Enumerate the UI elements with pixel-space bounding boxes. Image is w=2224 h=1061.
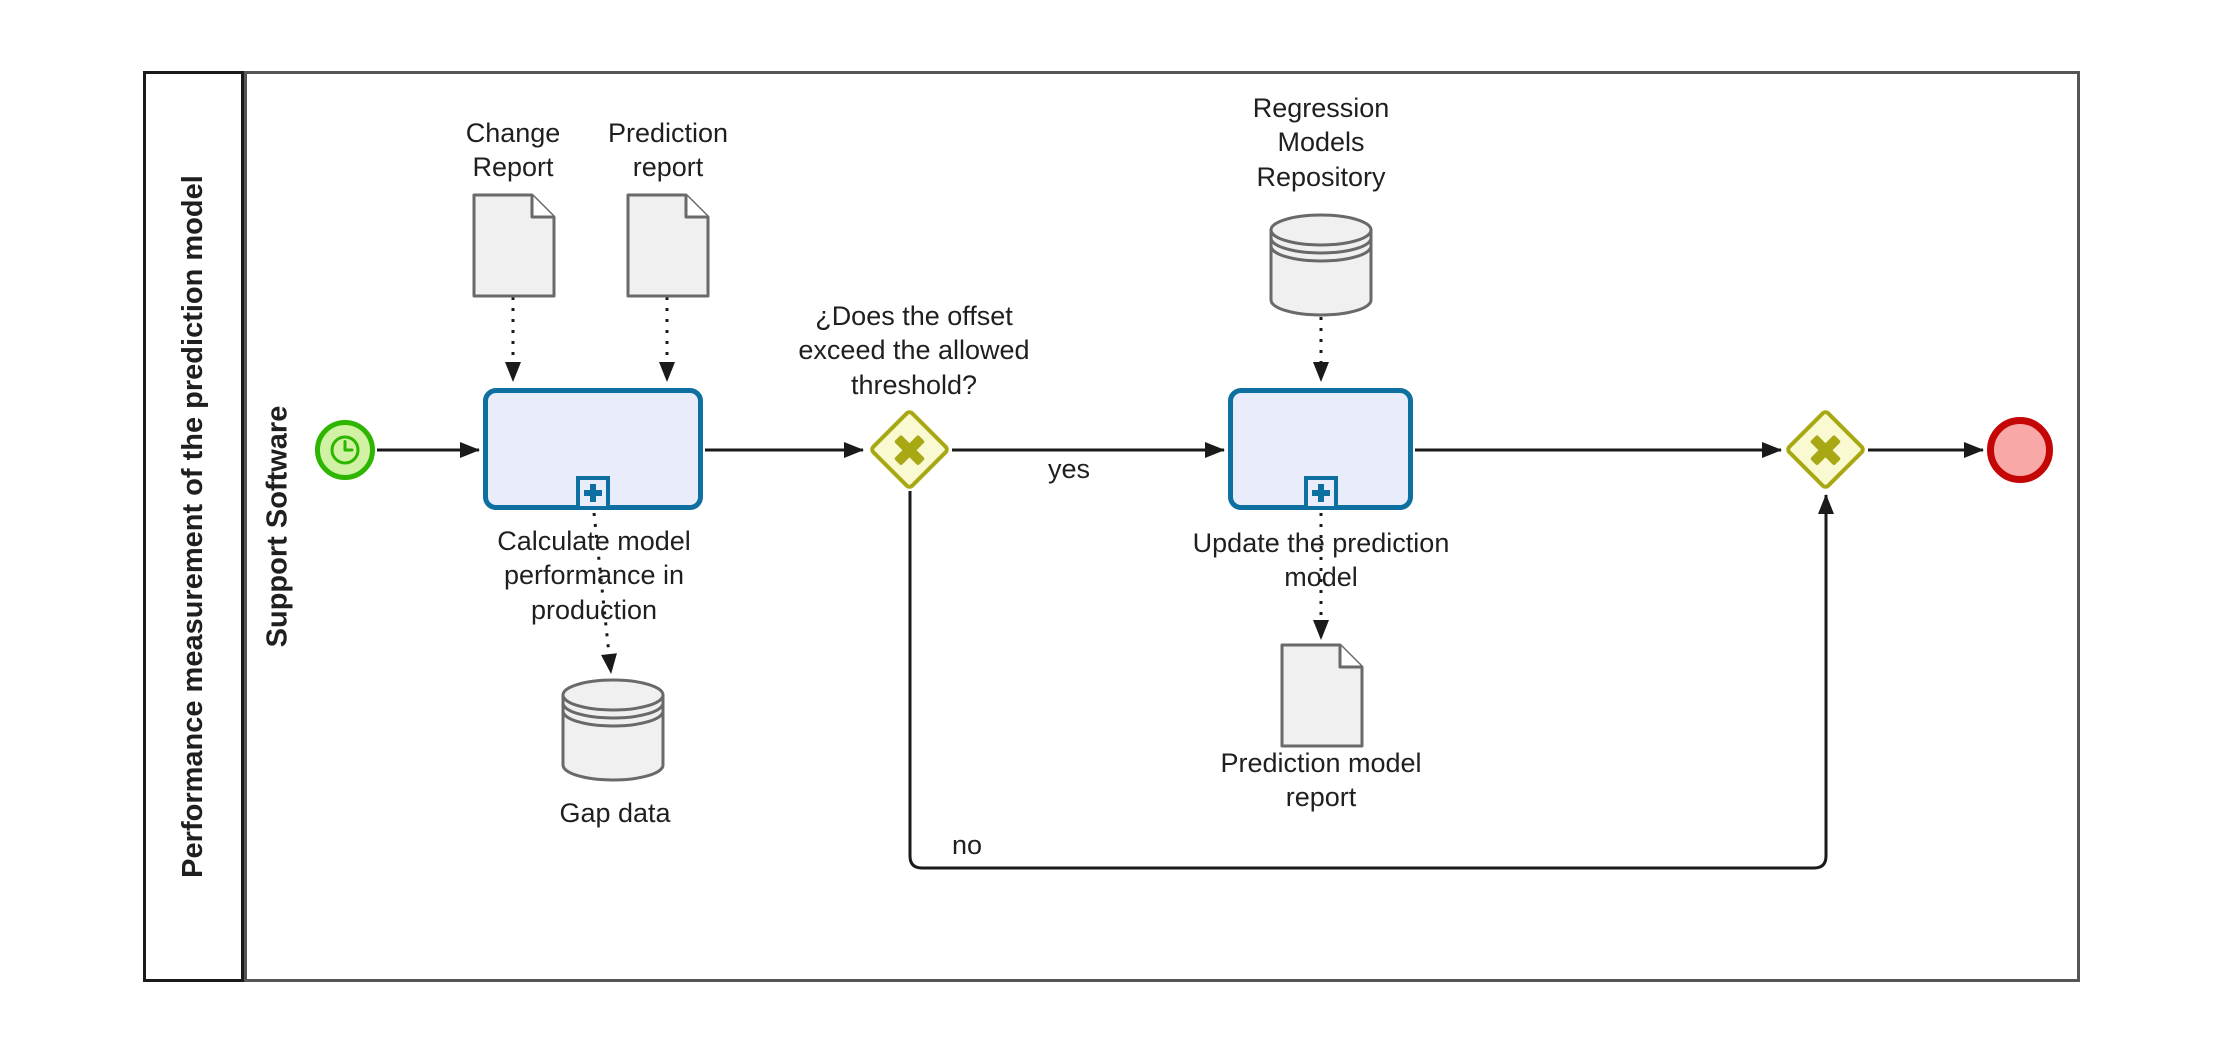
lane-support-software[interactable]: Support Software — [244, 71, 2080, 982]
no-flow-label: no — [952, 830, 983, 860]
subprocess-plus-icon[interactable] — [1303, 476, 1338, 510]
regression-repo-label: Regression Models Repository — [1252, 93, 1390, 192]
change-report-label: Change Report — [465, 118, 561, 183]
yes-flow-label: yes — [1048, 454, 1091, 484]
lane-title: Support Software — [261, 405, 294, 648]
data-object-prediction-model-report[interactable] — [1280, 643, 1364, 748]
prediction-report-label: Prediction report — [607, 118, 729, 183]
lane-header: Support Software — [247, 74, 309, 979]
gap-data-label: Gap data — [559, 798, 671, 828]
data-object-prediction-report[interactable] — [626, 193, 710, 298]
task-update-label: Update the prediction model — [1192, 528, 1450, 593]
data-store-regression-repo[interactable] — [1268, 212, 1374, 318]
prediction-model-report-label: Prediction model report — [1220, 748, 1422, 813]
task-calculate-performance[interactable] — [483, 388, 703, 510]
pool-title: Performance measurement of the predictio… — [177, 175, 209, 878]
data-object-change-report[interactable] — [472, 193, 556, 298]
start-event-timer[interactable] — [315, 420, 375, 480]
timer-icon — [330, 435, 360, 465]
task-update-model[interactable] — [1228, 388, 1413, 510]
task-calculate-label: Calculate model performance in productio… — [497, 526, 691, 625]
plus-bar — [1317, 484, 1324, 502]
subprocess-plus-icon[interactable] — [576, 476, 610, 510]
end-event[interactable] — [1987, 417, 2053, 483]
plus-bar — [590, 484, 596, 502]
data-store-gap-data[interactable] — [560, 677, 666, 783]
pool-header[interactable]: Performance measurement of the predictio… — [143, 71, 244, 982]
gateway-question-label: ¿Does the offset exceed the allowed thre… — [798, 301, 1030, 400]
